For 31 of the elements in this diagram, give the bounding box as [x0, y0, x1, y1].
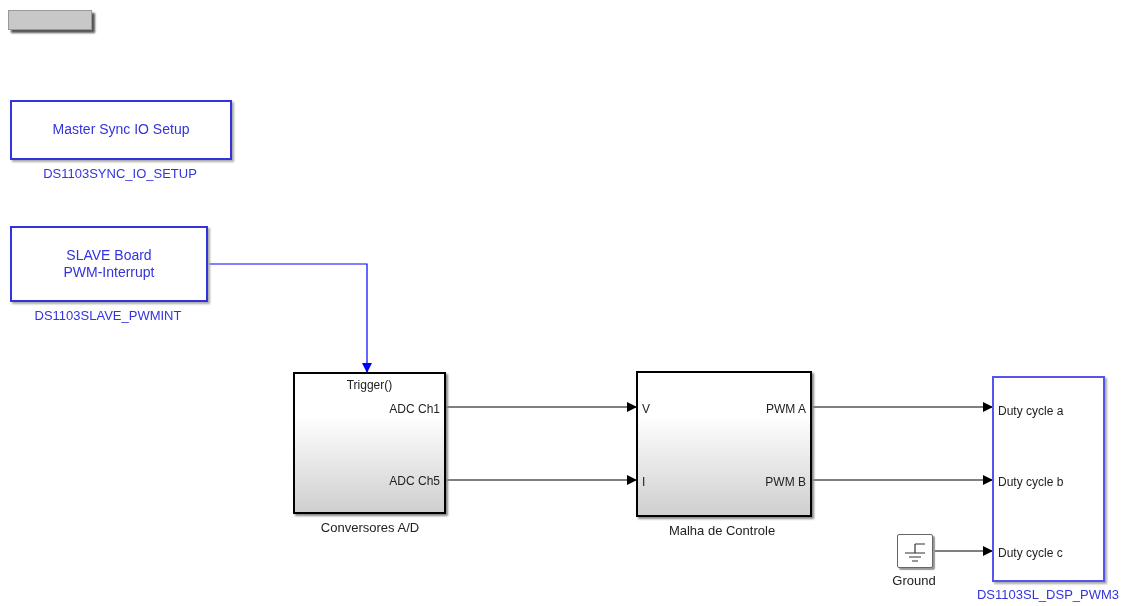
port-label: Duty cycle c — [998, 545, 1063, 562]
block-caption: Conversores A/D — [320, 519, 420, 537]
block-caption: DS1103SLAVE_PWMINT — [34, 307, 182, 325]
port-label: Duty cycle b — [998, 474, 1064, 491]
block-label: SLAVE Board PWM-Interrupt — [62, 246, 156, 282]
port-label: Trigger() — [345, 377, 394, 394]
signal-line — [811, 402, 993, 412]
signal-line — [932, 546, 993, 556]
signal-line — [207, 263, 372, 373]
port-label: Duty cycle a — [998, 403, 1064, 420]
subsystem-block — [293, 372, 446, 514]
port-label: ADC Ch5 — [389, 473, 440, 490]
port-label: PWM A — [766, 401, 806, 418]
annotation-block — [8, 10, 92, 30]
port-label: V — [642, 401, 650, 418]
block-caption: Malha de Controle — [668, 522, 776, 540]
port-label: I — [642, 474, 646, 491]
block-caption: Ground — [892, 572, 936, 590]
block-label: Master Sync IO Setup — [52, 121, 190, 139]
subsystem-block — [636, 371, 812, 517]
signal-line — [445, 475, 637, 485]
port-label: ADC Ch1 — [389, 401, 440, 418]
signal-line — [811, 475, 993, 485]
block-caption: DS1103SL_DSP_PWM3 — [976, 586, 1120, 604]
block-caption: DS1103SYNC_IO_SETUP — [43, 165, 197, 183]
signal-line — [445, 402, 637, 412]
setup-block — [10, 100, 232, 160]
port-label: PWM B — [765, 474, 806, 491]
pwm-output-block — [992, 376, 1105, 582]
ground-block — [897, 534, 933, 568]
setup-block — [10, 226, 208, 302]
